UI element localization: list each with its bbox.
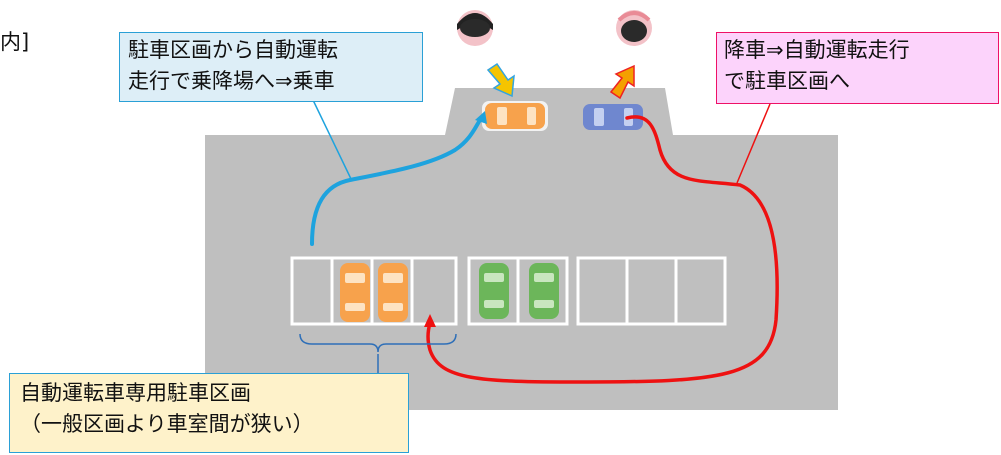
callout-pickup-line2: 走行で乗降場へ⇒乗車	[128, 69, 335, 93]
callout-parking-line2: （一般区画より車室間が狭い）	[20, 412, 314, 436]
callout-parking-line1: 自動運転車専用駐車区画	[20, 381, 251, 405]
callout-pickup: 駐車区画から自動運転 走行で乗降場へ⇒乗車	[119, 32, 423, 102]
stall-group-autonomous	[290, 256, 458, 326]
callout-leader	[736, 103, 771, 184]
route-pickup	[310, 118, 482, 246]
car-icon	[479, 263, 509, 319]
parking-lot-area	[205, 88, 838, 410]
car-icon	[378, 263, 408, 322]
stall-group-brace	[299, 333, 457, 353]
car-icon	[482, 101, 548, 131]
person-head-icon	[457, 10, 493, 46]
callout-dropoff: 降車⇒自動運転走行 で駐車区画へ	[716, 32, 999, 104]
callout-pickup-line1: 駐車区画から自動運転	[128, 38, 338, 62]
route-dropoff	[426, 115, 779, 384]
arrow-icon	[486, 62, 515, 98]
callout-dropoff-line2: で駐車区画へ	[724, 69, 850, 93]
callout-dropoff-line1: 降車⇒自動運転走行	[724, 38, 910, 62]
arrow-head	[424, 314, 436, 327]
callout-parking: 自動運転車専用駐車区画 （一般区画より車室間が狭い）	[9, 373, 409, 453]
person-head-icon	[616, 10, 652, 46]
arrow-head	[475, 111, 487, 124]
car-icon	[340, 263, 370, 322]
header-fragment: 内]	[0, 30, 30, 54]
stall-group-regular	[467, 256, 727, 326]
arrow-icon	[609, 64, 635, 100]
callout-leader	[312, 99, 353, 182]
car-icon	[529, 263, 559, 319]
car-icon	[583, 104, 643, 130]
